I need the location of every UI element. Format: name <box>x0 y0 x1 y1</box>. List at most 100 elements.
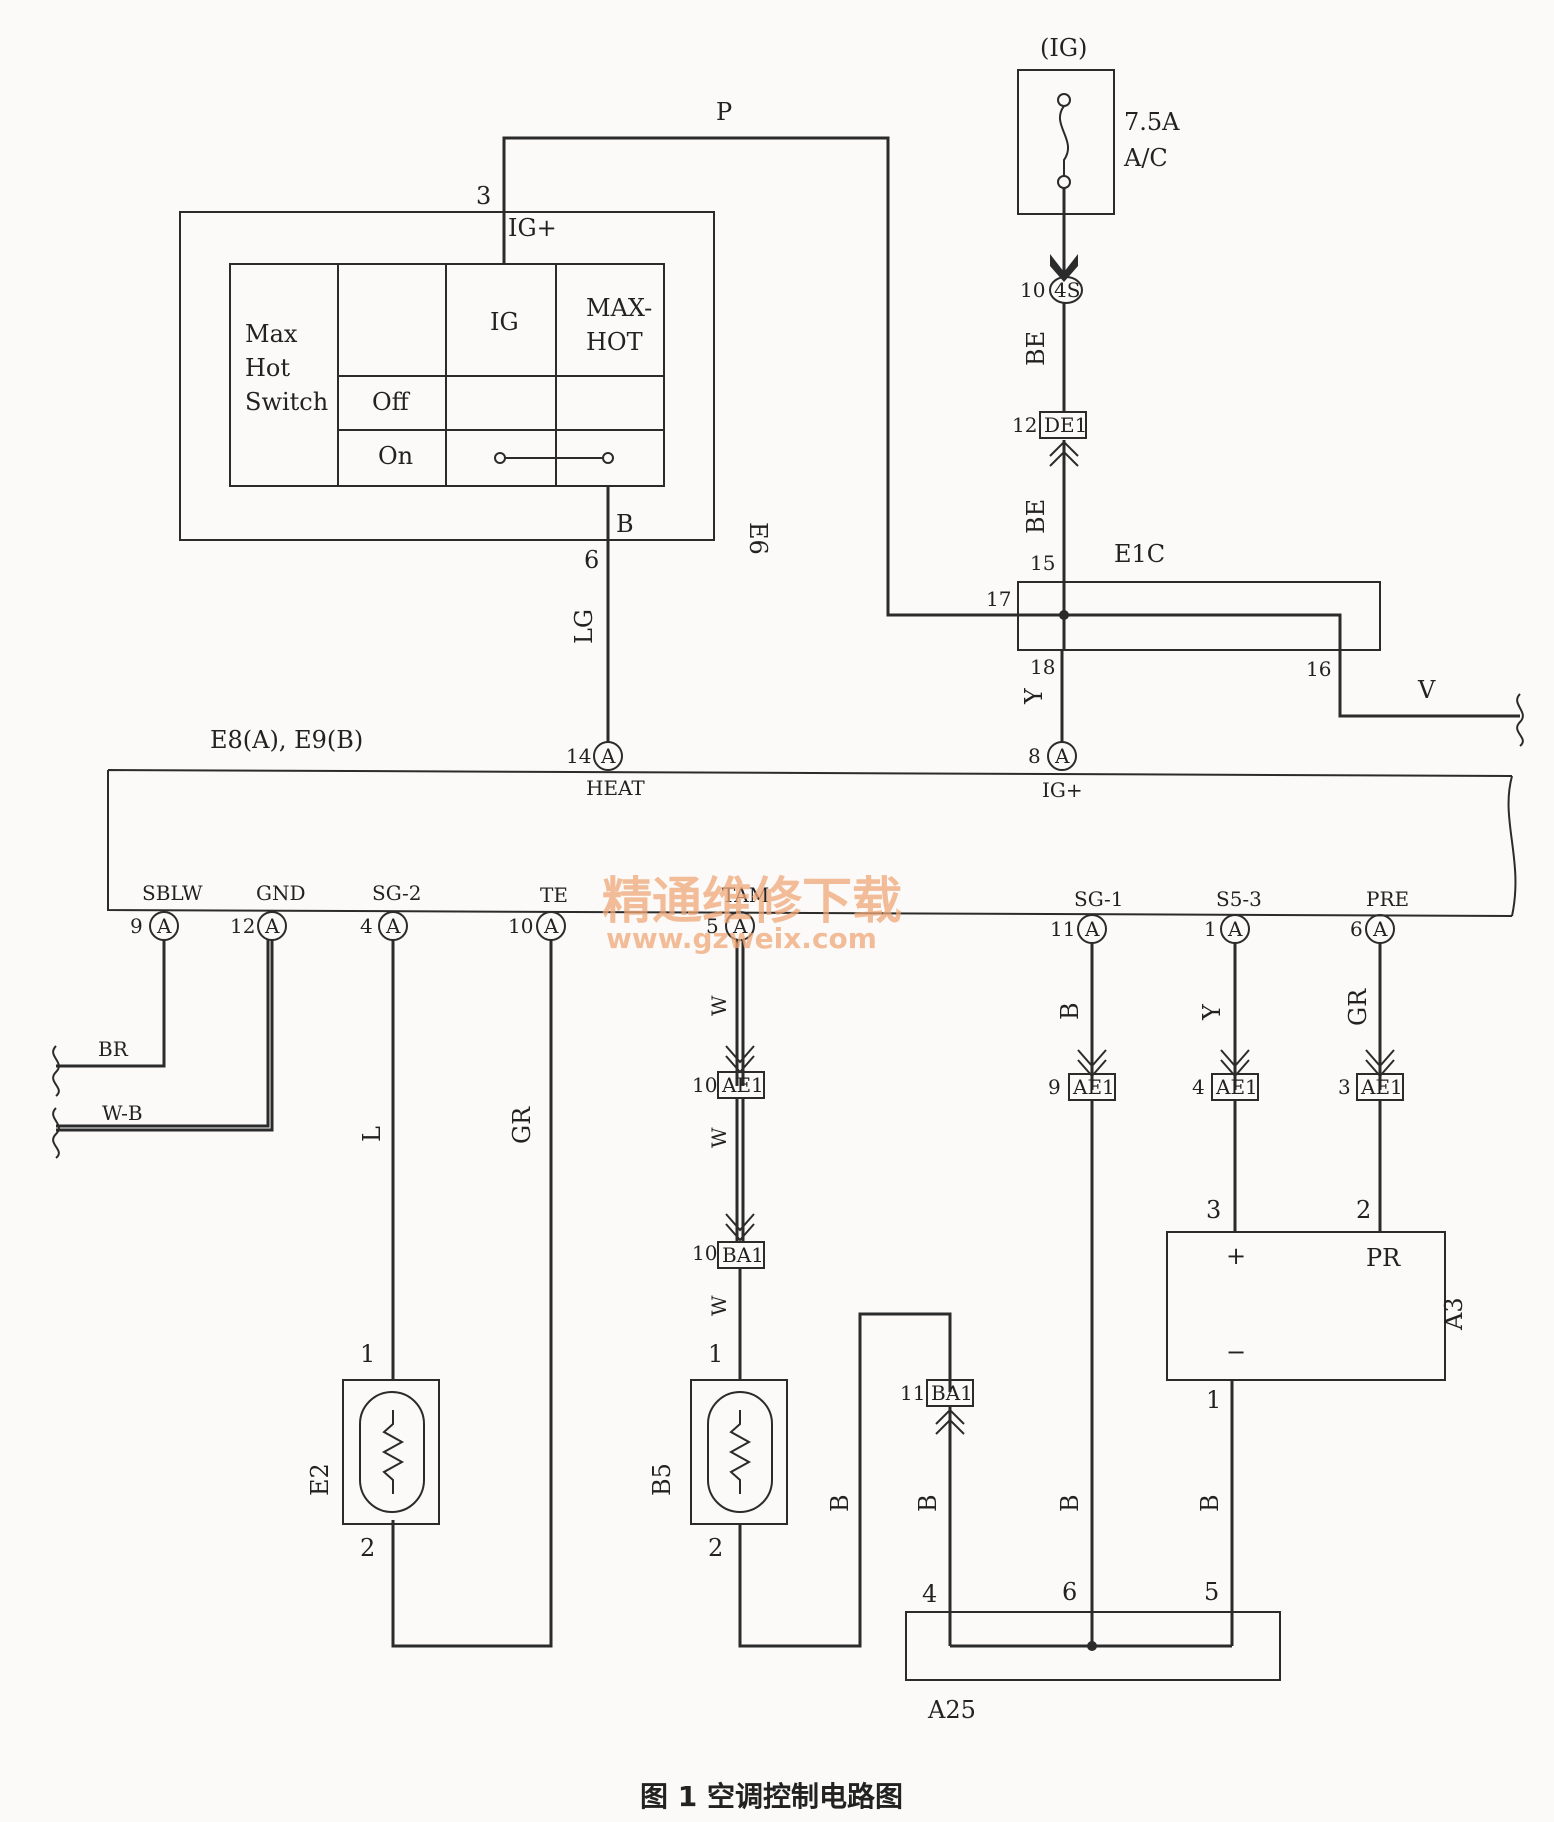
ecu-pin-s53: S5-3 1 A <box>1204 887 1262 944</box>
fuse-box <box>1017 69 1115 215</box>
wire-label-b-a25: B <box>1056 1494 1084 1512</box>
svg-text:A: A <box>156 914 172 938</box>
wire-label-b-b5: B <box>826 1494 854 1512</box>
e1c-pin-15: 15 <box>1030 551 1055 575</box>
ecu-heat-pin: 14 <box>566 744 591 768</box>
e2-box <box>342 1379 440 1525</box>
ba1-pin-11: 11 <box>900 1381 925 1405</box>
a3-pin-3: 3 <box>1206 1196 1221 1224</box>
wire-label-w-2: W <box>707 1127 731 1148</box>
ecu-name: E8(A), E9(B) <box>210 726 363 754</box>
b5-name: B5 <box>648 1463 676 1496</box>
ecu-igp-conn <box>1047 741 1077 771</box>
a25-junction-dot <box>1087 1641 1097 1651</box>
ae1-pin-4: 4 <box>1192 1075 1205 1099</box>
ba1-label-1: BA1 <box>722 1243 764 1267</box>
wire-label-gr-2: GR <box>1344 988 1372 1026</box>
resistor-icon-b5 <box>728 1410 752 1494</box>
ecu-pin-te: TE 10 A <box>508 883 568 941</box>
wire-label-wb: W-B <box>102 1101 143 1125</box>
wire-label-b-sg1: B <box>1056 1002 1084 1020</box>
thermistor-icon-e2 <box>359 1391 425 1513</box>
svg-text:A: A <box>543 914 559 938</box>
wire-v <box>1338 650 1520 718</box>
connector-chevron-icon <box>1077 1049 1107 1078</box>
svg-text:TE: TE <box>540 883 568 907</box>
a3-plus: + <box>1226 1242 1246 1270</box>
switch-title-switch: Switch <box>245 388 328 416</box>
ecu-pin-sblw: SBLW 9 A <box>130 881 203 941</box>
svg-text:12: 12 <box>230 914 255 938</box>
wire-label-be-1: BE <box>1022 331 1050 366</box>
ecu-heat-label: HEAT <box>586 776 645 800</box>
ecu-igp-conn-a: A <box>1054 744 1070 768</box>
wire-label-be-2: BE <box>1022 499 1050 534</box>
ecu-igp-pin: 8 <box>1028 744 1041 768</box>
a3-box <box>1166 1231 1446 1381</box>
ecu-pin-sg1: SG-1 11 A <box>1050 887 1124 944</box>
connector-chevron-icon <box>1220 1049 1250 1078</box>
switch-col-max: MAX- <box>586 294 652 322</box>
a3-pr: PR <box>1366 1244 1401 1272</box>
wire-label-b-a3: B <box>1196 1494 1224 1512</box>
svg-text:5: 5 <box>706 914 719 938</box>
e1c-pin-16: 16 <box>1306 657 1331 681</box>
b5-pin-1: 1 <box>708 1340 723 1368</box>
connector-chevron-icon <box>1365 1049 1395 1078</box>
ae1-pin-3: 3 <box>1338 1075 1351 1099</box>
ae1-label-2: AE1 <box>1072 1075 1115 1099</box>
switch-col-hot: HOT <box>586 328 643 356</box>
fuse-rating: 7.5A <box>1124 108 1180 136</box>
break-icon <box>1516 693 1524 747</box>
wire-label-b-ba1: B <box>914 1494 942 1512</box>
connector-chevron-icon <box>725 1213 755 1242</box>
svg-text:9: 9 <box>130 914 143 938</box>
svg-text:A: A <box>1227 917 1243 941</box>
svg-text:GND: GND <box>256 881 306 905</box>
resistor-icon-e2 <box>381 1410 405 1494</box>
svg-text:A: A <box>1084 917 1100 941</box>
switch-col-ig: IG <box>490 308 519 336</box>
svg-text:4: 4 <box>360 914 373 938</box>
ecu-igp-label: IG+ <box>1042 778 1083 802</box>
svg-text:6: 6 <box>1350 917 1363 941</box>
ae1-label-4: AE1 <box>1360 1075 1403 1099</box>
a25-pin-6: 6 <box>1062 1578 1077 1606</box>
switch-row-off: Off <box>372 388 411 416</box>
e6-pin-6: 6 <box>584 546 599 574</box>
svg-text:PRE: PRE <box>1366 887 1409 911</box>
wire-label-y-1: Y <box>1020 687 1048 705</box>
e6-pin-3: 3 <box>476 182 491 210</box>
b5-pin-2: 2 <box>708 1534 723 1562</box>
ecu-pin-pre: PRE 6 A <box>1350 887 1409 944</box>
wire-label-lg: LG <box>570 609 598 644</box>
ecu-break-icon <box>1507 775 1517 917</box>
ecu-pin-gnd: GND 12 A <box>230 881 306 941</box>
ae1-label-3: AE1 <box>1215 1075 1258 1099</box>
e6-outer-box <box>179 211 715 541</box>
e1c-label: E1C <box>1114 540 1165 568</box>
svg-text:A: A <box>385 914 401 938</box>
ae1-box-1 <box>717 1071 765 1099</box>
svg-text:S5-3: S5-3 <box>1216 887 1262 911</box>
connector-chevron-icon <box>725 1045 755 1074</box>
switch-title-hot: Hot <box>245 354 290 382</box>
conn-4s-pin: 10 <box>1020 278 1045 302</box>
wire-label-l: L <box>358 1126 386 1142</box>
conn-de1-label: DE1 <box>1044 413 1087 437</box>
wire-label-br: BR <box>98 1037 129 1061</box>
wire-wb <box>56 940 274 1132</box>
conn-de1-box <box>1039 411 1087 439</box>
watermark-cn: 精通维修下载 <box>602 871 902 930</box>
svg-text:TAM: TAM <box>722 883 769 907</box>
svg-text:10: 10 <box>508 914 533 938</box>
e1c-pin-18: 18 <box>1030 655 1055 679</box>
ba1-pin-10: 10 <box>692 1241 717 1265</box>
a25-name: A25 <box>927 1696 976 1724</box>
wire-label-y-2: Y <box>1198 1003 1226 1021</box>
ecu-box <box>107 769 1513 917</box>
svg-text:SG-2: SG-2 <box>372 881 422 905</box>
thermistor-icon-b5 <box>707 1391 773 1513</box>
